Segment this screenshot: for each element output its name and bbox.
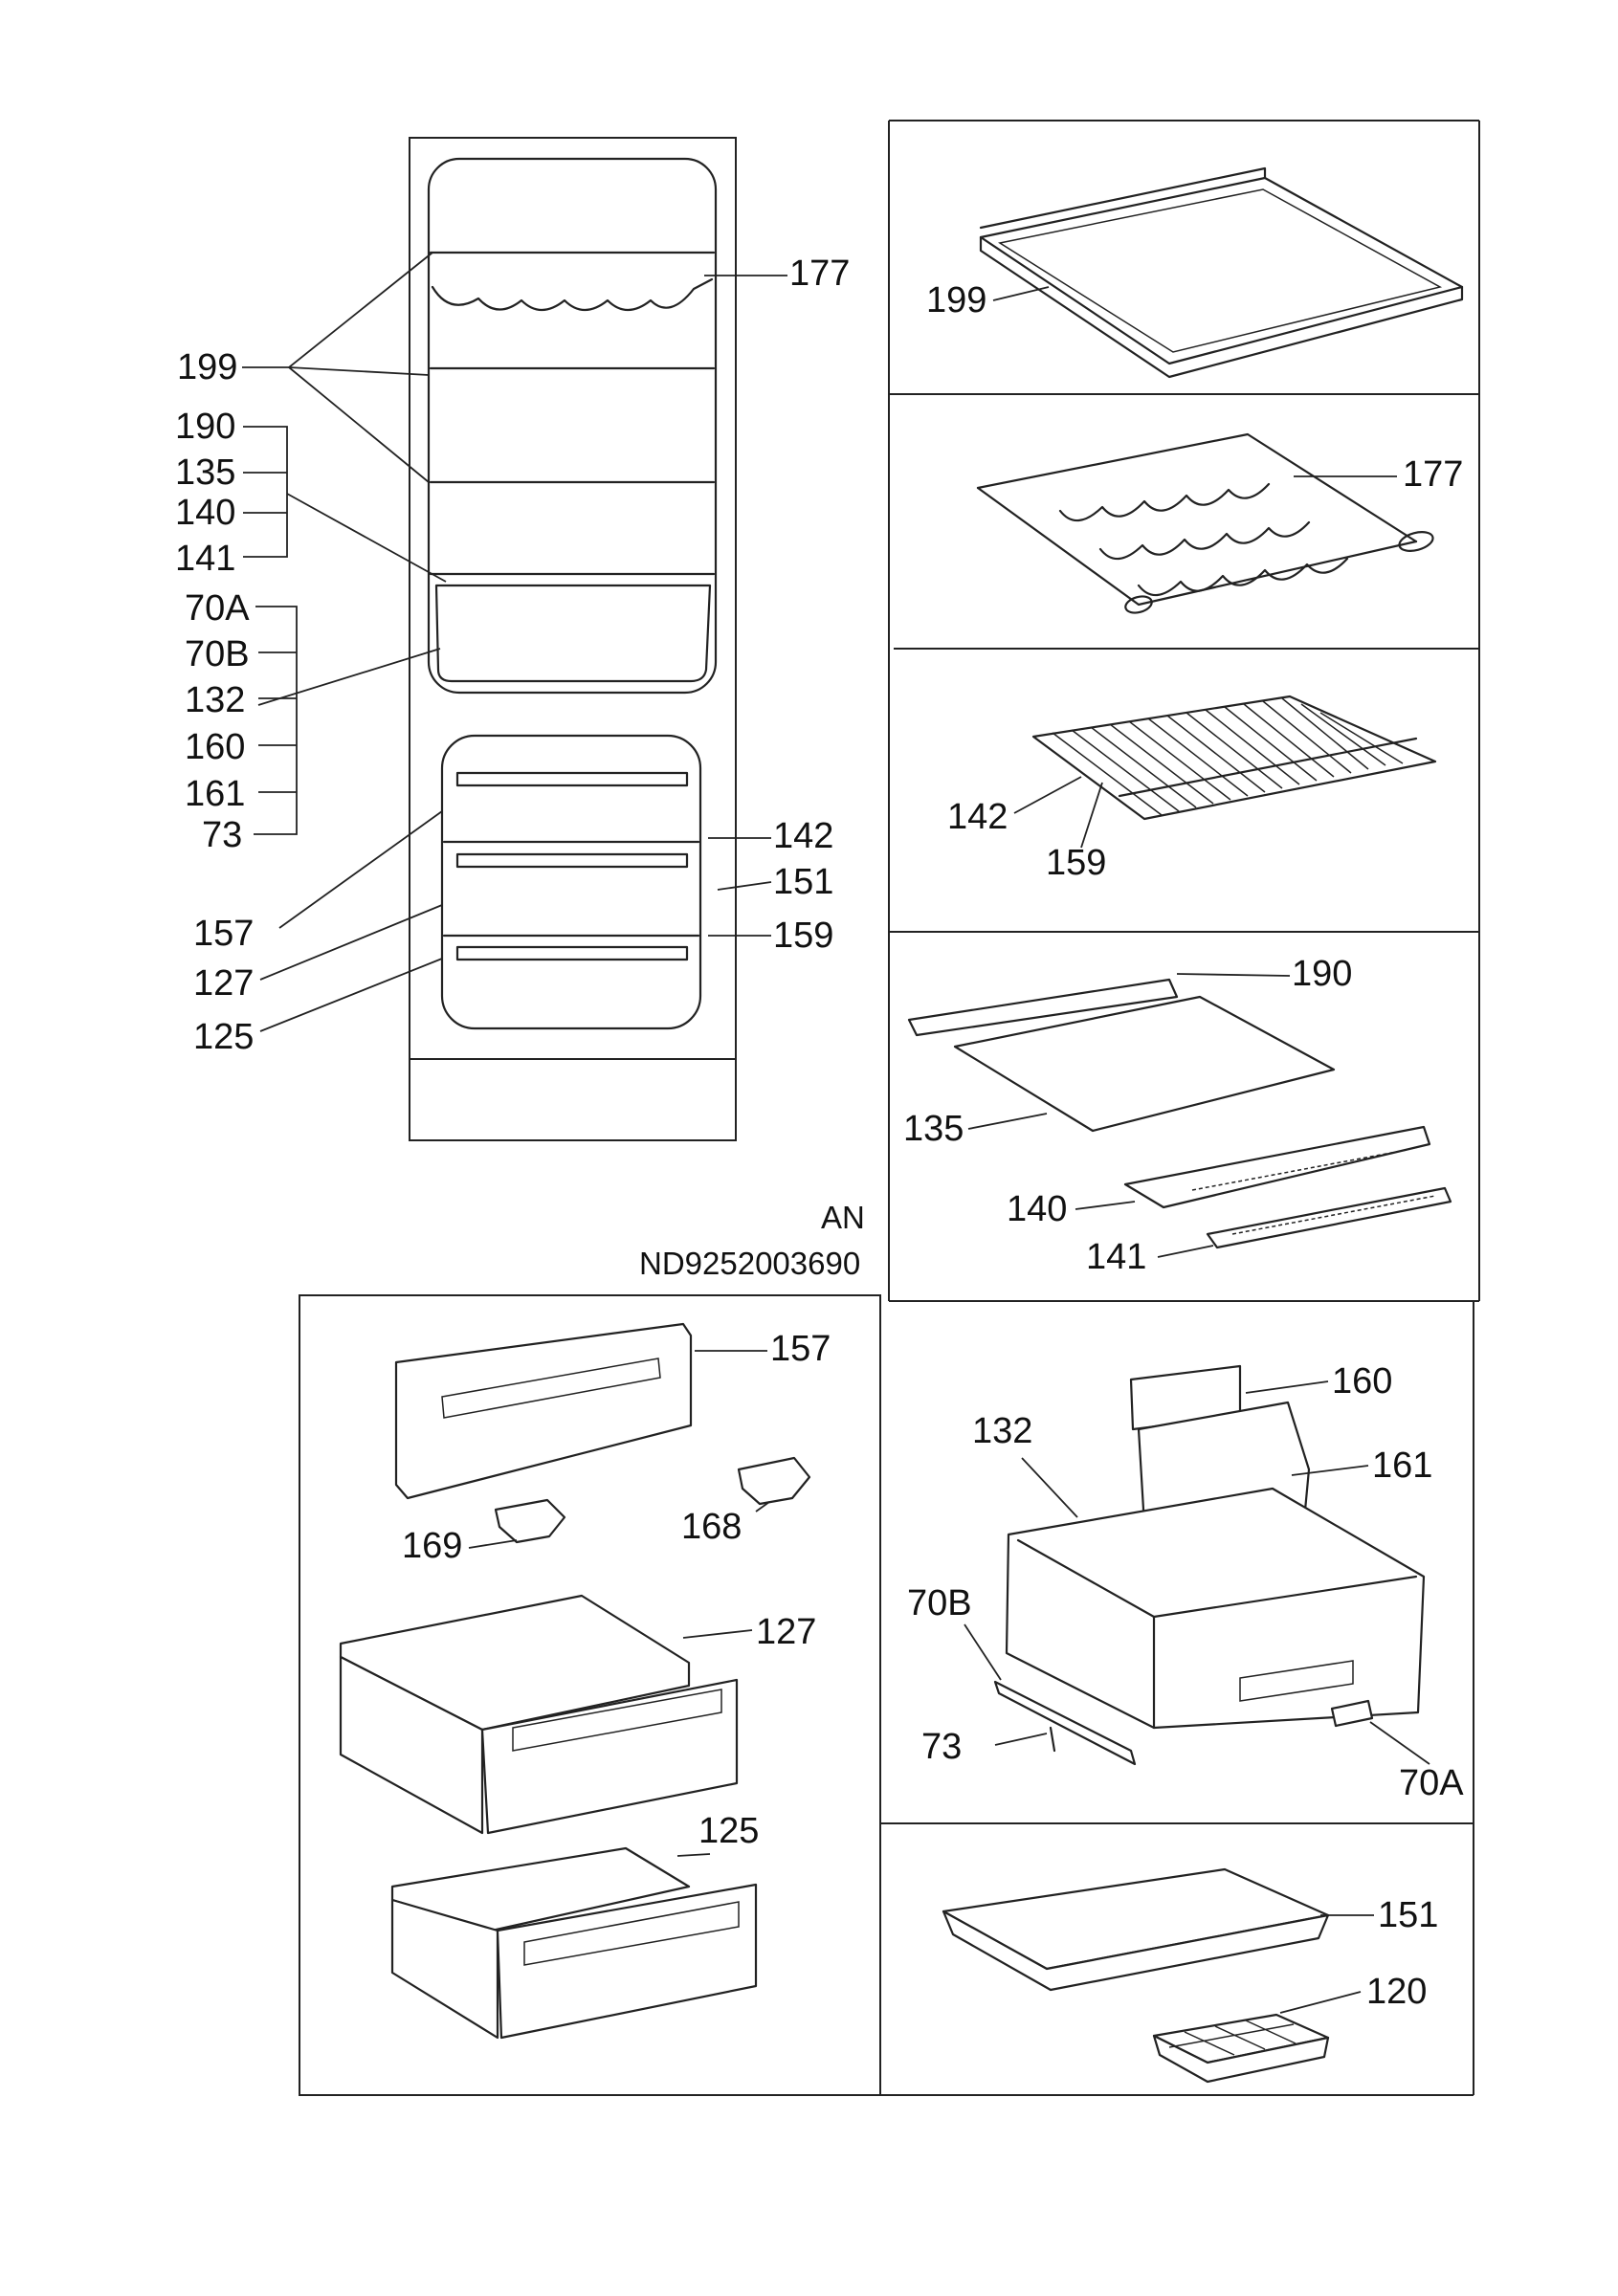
callout-157: 157 — [193, 914, 254, 954]
callout-199-glass: 199 — [926, 280, 986, 320]
callout-169: 169 — [402, 1526, 462, 1566]
runner-70b — [993, 1680, 1137, 1766]
glass-shelf-frame — [979, 176, 1464, 365]
callout-160-box: 160 — [1332, 1361, 1392, 1402]
leader-151 — [717, 881, 772, 891]
callout-161-box: 161 — [1372, 1446, 1432, 1486]
runner-70a — [1330, 1699, 1374, 1728]
callout-199: 199 — [177, 347, 237, 387]
callout-140: 140 — [175, 493, 235, 533]
fridge-compartment — [427, 157, 718, 695]
cover-front-rail — [907, 978, 1179, 1037]
panel-trays: 151 120 — [942, 1867, 1438, 2084]
bottle-rack-frame — [976, 432, 1418, 543]
leader-199-a — [288, 252, 433, 368]
model-code: AN — [821, 1200, 865, 1235]
callout-135-cover: 135 — [903, 1109, 964, 1149]
bracket-70a-73 — [254, 606, 298, 835]
callout-132-box: 132 — [972, 1411, 1032, 1451]
leader-127 — [259, 904, 443, 981]
callout-140-cover: 140 — [1007, 1189, 1067, 1229]
callout-190-cover: 190 — [1292, 954, 1352, 994]
cover-rear-rail — [1123, 1125, 1431, 1209]
leader-199-b — [288, 366, 430, 376]
drawer-125-front — [496, 1883, 758, 2040]
callout-141: 141 — [175, 539, 235, 579]
callout-159: 159 — [773, 916, 833, 956]
right-panel-frames — [888, 120, 1480, 1302]
cabinet-outline — [409, 137, 737, 1141]
panel-bottle-rack: 177 — [976, 432, 1463, 614]
drawer-handle-1 — [455, 771, 689, 787]
callout-70a: 70A — [185, 588, 250, 629]
callout-125-drawer: 125 — [698, 1811, 759, 1851]
wire-shelf-grid — [1031, 695, 1437, 821]
panel-drawers: 157 169 168 127 125 — [339, 1322, 831, 2040]
fridge-cabinet-overview — [409, 137, 737, 1141]
leader-125 — [259, 958, 443, 1032]
drawer-handle-2 — [455, 852, 689, 869]
callout-125: 125 — [193, 1017, 254, 1057]
panel-wire-shelf: 142 159 — [947, 695, 1437, 883]
cover-glass-panel — [953, 995, 1336, 1133]
callout-160: 160 — [185, 727, 245, 767]
drawer-front-157 — [394, 1322, 693, 1500]
leader-190-141 — [286, 493, 447, 583]
callout-120-tray: 120 — [1366, 1972, 1427, 2012]
callout-142: 142 — [773, 816, 833, 856]
callout-177: 177 — [789, 254, 850, 294]
callout-127-drawer: 127 — [756, 1612, 816, 1652]
callout-142-wire: 142 — [947, 797, 1008, 837]
callout-135: 135 — [175, 453, 235, 493]
callout-70b: 70B — [185, 634, 250, 674]
bottle-rack-outline — [431, 277, 714, 312]
leader-157 — [278, 810, 443, 929]
callout-157-drawer: 157 — [770, 1329, 831, 1369]
callout-73-box: 73 — [921, 1727, 962, 1767]
callout-70a-box: 70A — [1399, 1763, 1464, 1803]
callout-132: 132 — [185, 680, 245, 720]
leader-199-c — [288, 366, 430, 483]
crisper-box-outline — [434, 584, 712, 683]
cover-grille — [1206, 1186, 1452, 1249]
leader-132-group — [257, 648, 441, 706]
callout-70b-box: 70B — [907, 1583, 972, 1623]
diagram-number: ND9252003690 — [639, 1246, 860, 1281]
callout-151-tray: 151 — [1378, 1895, 1438, 1935]
callout-141-cover: 141 — [1086, 1237, 1146, 1277]
callout-161: 161 — [185, 774, 245, 814]
callout-190: 190 — [175, 407, 235, 447]
overview-callouts: 199 177 190 135 140 141 70A 70B 132 160 … — [175, 252, 865, 1281]
hinge-169 — [494, 1498, 566, 1544]
panel-crisper-cover: 190 135 140 141 — [903, 954, 1452, 1277]
callout-127: 127 — [193, 963, 254, 1004]
freezer-compartment — [440, 734, 702, 1030]
drawer-125-tub — [390, 1846, 691, 1932]
callout-151: 151 — [773, 862, 833, 902]
panel-crisper-box: 132 160 161 70B 73 70A — [907, 1361, 1464, 1803]
drawer-handle-3 — [455, 945, 689, 961]
callout-73: 73 — [202, 815, 242, 855]
panel-glass-shelf: 199 — [926, 166, 1464, 379]
drawer-127-front — [480, 1678, 739, 1835]
hinge-168 — [737, 1456, 811, 1506]
callout-168: 168 — [681, 1507, 742, 1547]
callout-159-wire: 159 — [1046, 843, 1106, 883]
callout-177-rack: 177 — [1403, 454, 1463, 495]
bracket-190-141 — [243, 426, 288, 558]
screw-73 — [1049, 1726, 1056, 1753]
